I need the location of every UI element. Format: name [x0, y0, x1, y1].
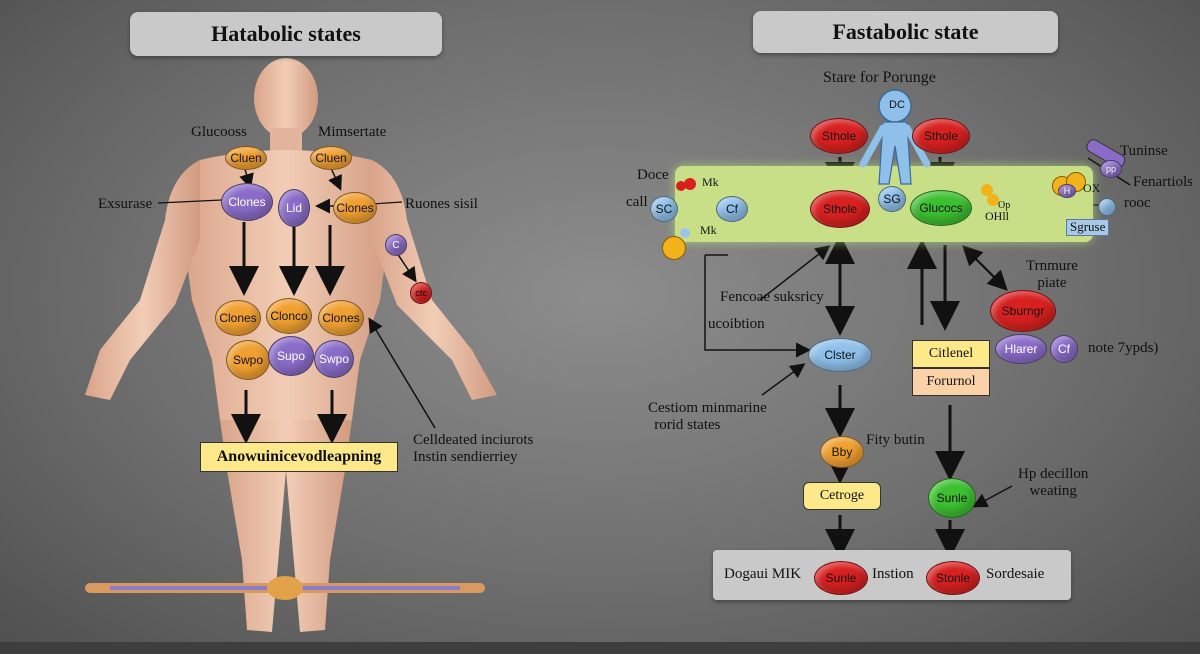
label-rooc: rooc: [1124, 195, 1151, 211]
node-cetroge: Cetroge: [803, 482, 881, 510]
label-trnmure-line2: piate: [1037, 275, 1067, 292]
label-exsurase: Exsurase: [98, 196, 153, 212]
right-title: Fastabolic state: [753, 11, 1058, 53]
right-subtitle: Stare for Porunge: [823, 69, 936, 86]
label-fity: Fity butin: [866, 432, 925, 448]
label-celldeated: Celldeated inciurots Instin sendierriey: [413, 432, 533, 467]
node-glucocs: Glucocs: [910, 190, 972, 226]
bottom-strip: [0, 642, 1200, 654]
label-cestiom: Cestiom minmarine rorid states: [648, 400, 767, 435]
left-bottom-box: Anowuinicevodleapning: [200, 442, 398, 472]
node-swpo-2: Swpo: [314, 340, 354, 378]
node-sburngr: Sburngr: [990, 290, 1056, 332]
left-title: Hatabolic states: [130, 12, 442, 56]
node-dc: DC: [889, 99, 905, 111]
label-tuninse: Tuninse: [1120, 143, 1168, 159]
right-bottom-box: [713, 550, 1071, 600]
label-instion: Instion: [872, 566, 914, 582]
molecule-gold-icon: [662, 228, 690, 260]
node-clones-top: Clones: [221, 183, 273, 221]
node-clonco: Clonco: [266, 298, 312, 334]
node-pp: pp: [1100, 160, 1122, 178]
label-fencoae-line1: Fencoae suksricy: [720, 289, 824, 305]
label-dogaui: Dogaui MIK: [724, 566, 802, 582]
node-bby: Bby: [820, 436, 864, 468]
label-cestiom-line2: rorid states: [654, 417, 721, 434]
node-clones-mid-left: Clones: [215, 300, 261, 336]
label-mimsertate: Mimsertate: [318, 124, 387, 140]
label-hp-line2: weating: [1029, 483, 1077, 500]
label-fenartiols: Fenartiols: [1133, 174, 1193, 190]
node-clster: Clster: [808, 338, 872, 372]
node-stonle: Stonle: [926, 561, 980, 595]
label-trnmure-line1: Trnmure: [1026, 258, 1078, 274]
node-sthole-3: Sthole: [810, 190, 870, 228]
label-note: note 7ypds): [1088, 340, 1159, 356]
node-sthole-2: Sthole: [912, 118, 970, 154]
node-clones-right: Clones: [333, 192, 377, 224]
node-supo: Supo: [268, 336, 314, 376]
node-forurnol: Forurnol: [912, 368, 990, 396]
node-c-arm: C: [385, 234, 407, 256]
node-ctc: ctc: [410, 282, 432, 304]
molecule-blue-icon: [1098, 198, 1116, 216]
node-sg: SG: [878, 186, 906, 212]
node-sthole-1: Sthole: [810, 118, 868, 154]
label-ox: OX: [1083, 181, 1101, 195]
node-lid: Lid: [278, 189, 310, 227]
label-cestiom-line1: Cestiom minmarine: [648, 400, 767, 416]
label-celldeated-line1: Celldeated inciurots: [413, 432, 534, 448]
node-sunle-mid: Sunle: [928, 478, 976, 518]
label-glucooss: Glucooss: [191, 124, 247, 140]
label-fencoae: Fencoae suksricy ucoibtion: [708, 289, 824, 334]
node-clones-mid-right: Clones: [318, 300, 364, 336]
node-citlenel: Citlenel: [912, 340, 990, 368]
node-cluen-1: Cluen: [225, 146, 267, 170]
label-mk-1: Mk: [702, 175, 719, 189]
node-cf-2: Cf: [1050, 335, 1078, 363]
node-sc: SC: [650, 196, 678, 222]
node-sunle-bottom: Sunle: [814, 561, 868, 595]
label-sordesaie: Sordesaie: [986, 566, 1045, 582]
node-cf-1: Cf: [716, 196, 748, 222]
molecule-red-icon: [676, 178, 700, 192]
label-celldeated-line2: Instin sendierriey: [413, 449, 518, 466]
label-ruones: Ruones sisil: [405, 196, 478, 212]
molecule-gold-icon-2: [981, 184, 1001, 206]
node-hlarer: Hlarer: [995, 334, 1047, 364]
label-doce: Doce: [637, 167, 669, 183]
node-swpo-1: Swpo: [226, 340, 270, 380]
label-sgruse: Sgruse: [1066, 219, 1110, 236]
node-cluen-2: Cluen: [310, 146, 352, 170]
label-ohll: OHll: [985, 209, 1009, 223]
node-h: H: [1058, 184, 1076, 198]
label-hp-line1: Hp decillon: [1018, 466, 1089, 482]
label-opp: Op: [998, 200, 1011, 211]
label-call: call: [626, 194, 648, 210]
label-mk-2: Mk: [700, 223, 717, 237]
label-fencoae-line2: ucoibtion: [708, 316, 765, 333]
label-hp: Hp decillon weating: [1018, 466, 1088, 501]
label-trnmure: Trnmure piate: [1026, 258, 1078, 293]
